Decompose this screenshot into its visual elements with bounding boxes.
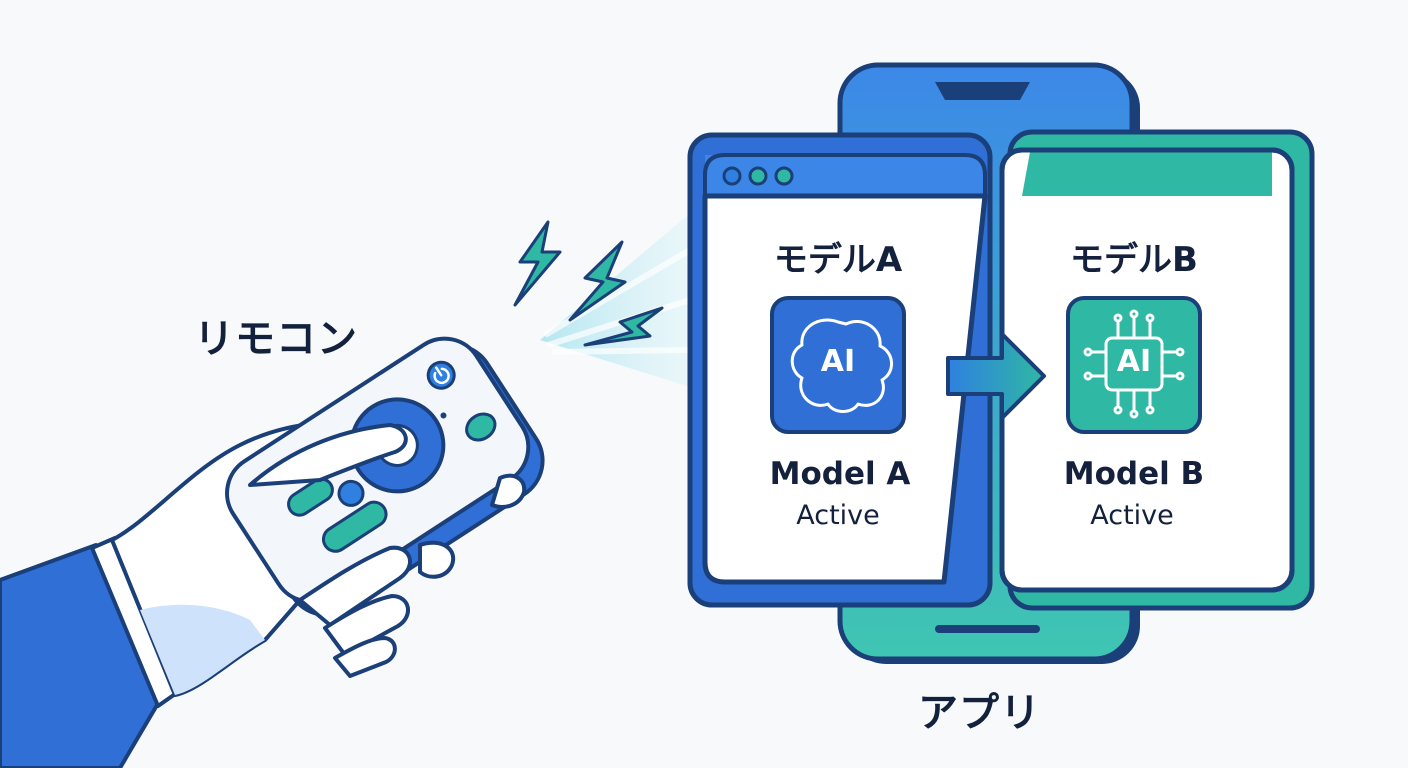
hand-shadow [140, 604, 265, 695]
switch-arrow [946, 332, 1046, 420]
app-label: アプリ [918, 690, 1041, 736]
model-b-window [999, 129, 1315, 611]
model-a-window [687, 132, 993, 608]
model-a-badge: AI [820, 344, 856, 379]
model-b-badge: AI [1116, 344, 1152, 379]
window-controls [722, 166, 794, 186]
model-a-title: モデルA [773, 240, 903, 280]
model-a-status: Active [796, 500, 880, 531]
signal-beam [540, 205, 700, 390]
sleeve [0, 543, 162, 768]
brain-icon [790, 318, 893, 413]
model-a-name: Model A [769, 456, 911, 492]
model-b-name: Model B [1063, 456, 1205, 492]
model-b-title: モデルB [1070, 240, 1198, 280]
chip-icon [1083, 309, 1185, 419]
hand-fingers [248, 423, 527, 678]
lightning-bolt-icon [513, 220, 664, 347]
remote-control [225, 336, 545, 617]
model-b-status: Active [1090, 500, 1174, 531]
remote-label: リモコン [194, 316, 358, 362]
